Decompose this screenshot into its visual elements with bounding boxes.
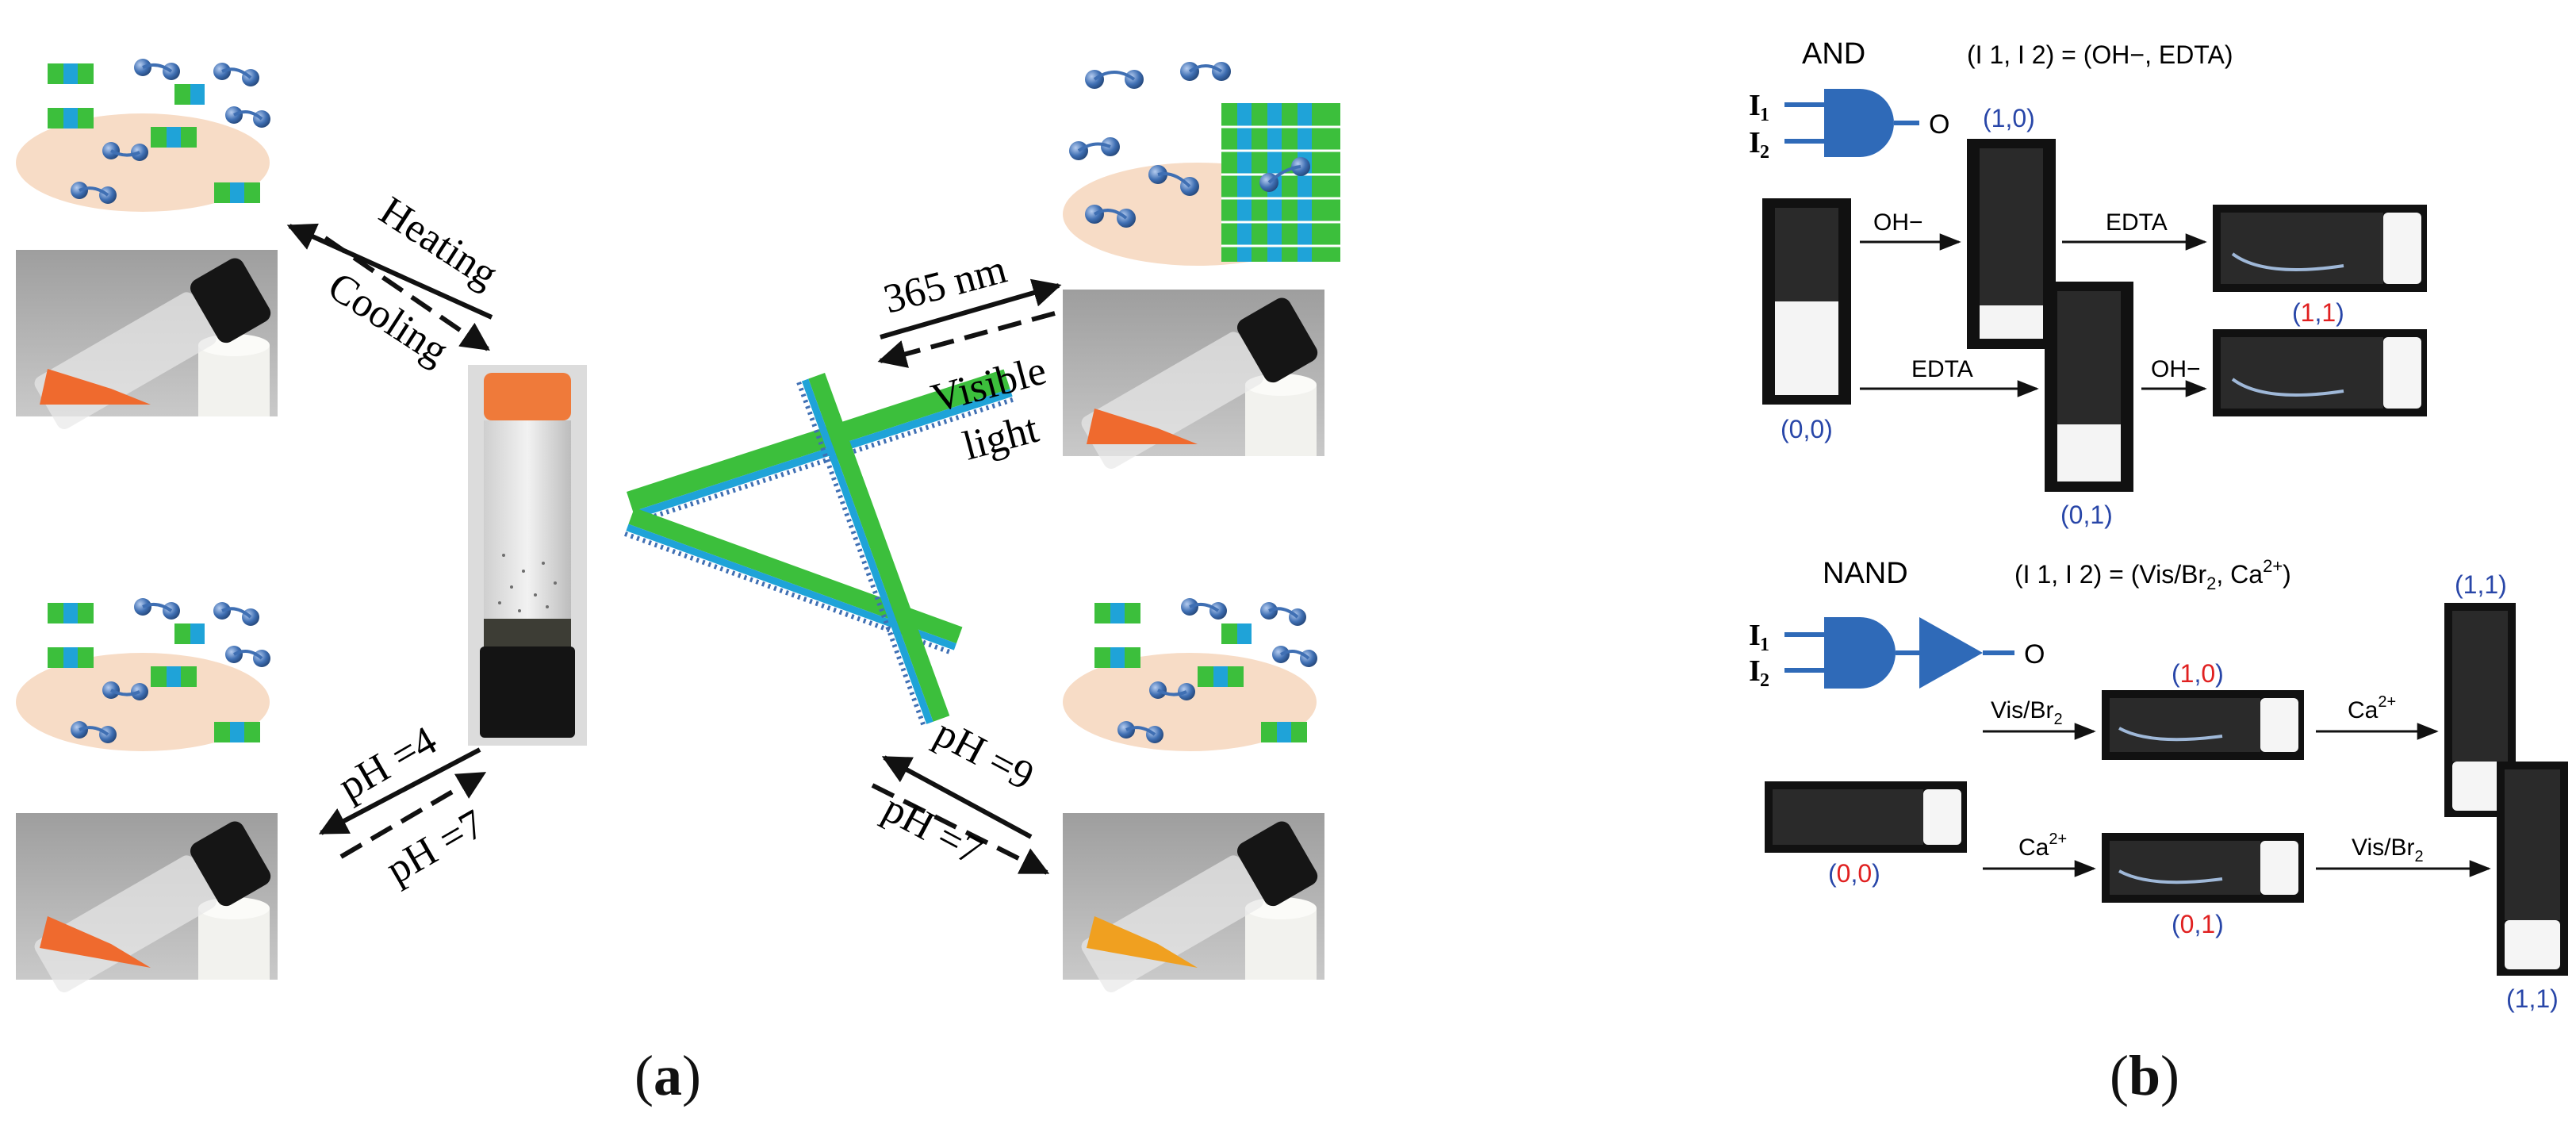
and-output: O [1929,109,1949,140]
nand-state-11-top: (1,1) [2455,570,2507,599]
and-input1: I [1749,89,1761,122]
panel-a: Heating Cooling pH =4 pH =7 365 nm Visib… [14,57,1340,1001]
caption-b: (b) [2110,1044,2180,1107]
nand-state-00: (0,0) [1828,859,1880,888]
nand-state-10: (1,0) [2172,659,2224,688]
nand-output: O [2024,639,2045,670]
arrow-visible-light [877,311,1056,368]
vial-photo-top-left [16,250,278,438]
nand-input2: I [1749,654,1761,688]
nand-title: NAND [1823,557,1908,590]
and-state-00: (0,0) [1781,415,1833,443]
central-gel-vial [468,365,587,746]
arrow-heating [286,223,493,320]
molecule-cluster-bottom-right [1061,597,1319,753]
molecule-cluster-top-left [14,57,272,213]
nand-gate-symbol [1784,617,2014,689]
and-step-oh: OH− [1873,209,1923,236]
arrow-ph7-left [339,771,487,859]
label-ph7-right: pH =7 [876,785,989,874]
nand-step-visbr-lower: Vis/Br2 [2352,834,2424,865]
panel-b: AND (I 1, I 2) = (OH−, EDTA) I 1 I 2 O [1749,37,2568,1013]
vial-photo-bottom-left [16,813,278,1001]
nand-step-ca-lower: Ca2+ [2018,831,2067,861]
label-365nm: 365 nm [879,247,1011,323]
and-step-edta: EDTA [2106,209,2168,236]
arrow-ph7-right [871,783,1050,875]
nand-vial-00 [1765,781,1967,853]
caption-a: (a) [634,1044,701,1107]
fibre-bundle [624,369,1014,727]
nand-step-visbr: Vis/Br2 [1991,697,2063,728]
nand-inputs-label: (I 1, I 2) = (Vis/Br2, Ca2+) [2014,556,2291,593]
and-state-10: (1,0) [1983,104,2035,132]
nand-state-11-bottom: (1,1) [2506,984,2559,1013]
and-vial-00 [1762,198,1851,405]
and-state-01: (0,1) [2060,501,2113,529]
nand-vial-01 [2102,833,2304,903]
and-input1-sub: 1 [1760,105,1769,125]
and-step-oh-lower: OH− [2151,356,2201,382]
and-input2-sub: 2 [1760,142,1769,163]
and-title: AND [1802,37,1865,71]
nand-step-ca: Ca2+ [2348,693,2396,723]
vial-photo-top-right [1063,290,1324,478]
vial-photo-bottom-right [1063,813,1324,1001]
and-vial-10 [1967,139,2056,349]
arrow-ph4 [318,747,481,835]
nand-vial-11-bottom [2497,762,2568,976]
nand-vial-10 [2102,690,2304,760]
and-input2: I [1749,126,1761,159]
and-vial-11-top [2213,205,2427,292]
molecule-cluster-top-right [1063,62,1340,266]
label-ph7-left: pH =7 [379,801,493,892]
nand-input1: I [1749,619,1761,652]
nand-input2-sub: 2 [1760,670,1769,691]
arrow-365nm [880,278,1062,340]
nand-input1-sub: 1 [1760,635,1769,655]
and-state-11: (1,1) [2292,298,2344,327]
and-step-edta-lower: EDTA [1911,356,1973,382]
and-inputs-label: (I 1, I 2) = (OH−, EDTA) [1967,40,2233,69]
and-vial-11-bottom [2213,329,2427,416]
arrow-ph9 [881,755,1033,839]
and-gate-symbol [1784,89,1919,157]
molecule-cluster-bottom-left [14,597,272,753]
and-vial-01 [2045,282,2133,492]
nand-state-01: (0,1) [2172,910,2224,938]
label-ph9: pH =9 [927,710,1041,799]
